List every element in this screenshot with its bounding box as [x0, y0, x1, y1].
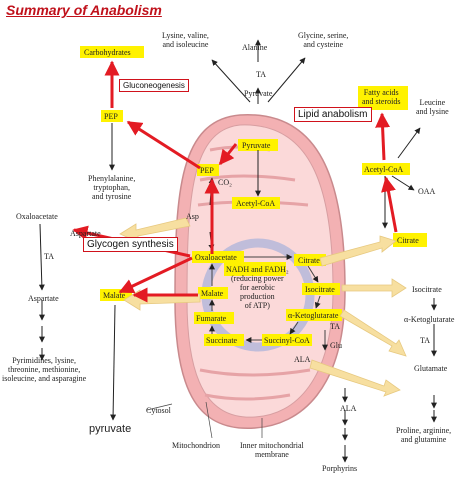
glycogen-synthesis-box: Glycogen synthesis	[83, 237, 178, 252]
citrate-outer-label: Citrate	[397, 236, 419, 245]
hl-oxaloacetate	[192, 251, 244, 263]
isocitrate-inner-label: Isocitrate	[305, 285, 335, 294]
hl-malate-inner	[198, 287, 228, 299]
tan-arrows	[119, 217, 407, 397]
aspartate-left2-label: Aspartate	[28, 294, 59, 303]
mitochondrion-label: Mitochondrion	[172, 441, 220, 450]
lysine-valine-isoleucine-label: Lysine, valine, and isoleucine	[162, 31, 209, 49]
cycle-arrows	[209, 254, 328, 351]
citrate-inner-label: Citrate	[298, 256, 320, 265]
aspartate-left-label: Aspartate	[70, 229, 101, 238]
glycine-serine-cysteine-label: Glycine, serine, and cysteine	[298, 31, 349, 49]
hl-succinyl	[262, 334, 312, 346]
pyruvate-bottom-label: pyruvate	[89, 423, 132, 435]
hl-acetyl-outer	[362, 163, 410, 175]
alpha-ketoglutarate-inner-label: α-Ketoglutarate	[288, 311, 339, 320]
hl-pep-inner	[197, 164, 219, 176]
pep-inner-label: PEP	[200, 166, 214, 175]
diagram-title: Summary of Anabolism	[6, 2, 162, 18]
carbohydrates-label: Carbohydrates	[84, 48, 131, 57]
hl-acetyl-inner	[232, 197, 280, 209]
ta-top-label: TA	[256, 70, 267, 79]
proline-arginine-glutamine-label: Proline, arginine, and glutamine	[396, 426, 452, 444]
fatty-acids-label: Fatty acids and steroids	[362, 88, 401, 106]
highlights	[80, 46, 427, 346]
hl-fumarate	[194, 312, 234, 324]
hl-pyruvate-inner	[238, 139, 278, 151]
hl-carbohydrates	[80, 46, 144, 58]
oaa-label: OAA	[418, 187, 436, 196]
hl-nadh	[224, 262, 286, 276]
acetyl-coa-outer-label: Acetyl-CoA	[364, 165, 404, 174]
ala-outer-label: ALA	[340, 404, 357, 413]
nadh-fadh2-label: NADH and FADH₂ (reducing power for aerob…	[226, 265, 289, 310]
isocitrate-outer-label: Isocitrate	[412, 285, 442, 294]
pep-left-label: PEP	[104, 112, 118, 121]
tan-arrow-citrate	[319, 235, 397, 267]
hl-akg-inner	[286, 309, 342, 321]
tan-arrow-akg	[339, 309, 407, 357]
inner-membrane-label: Inner mitochondrial membrane	[240, 441, 304, 459]
ala-inner-label: ALA	[294, 355, 311, 364]
oxaloacetate-left-label: Oxaloacetate	[16, 212, 58, 221]
hl-citrate-outer	[393, 233, 427, 247]
pyruvate-inner-label: Pyruvate	[242, 141, 271, 150]
acetyl-coa-inner-label: Acetyl-CoA	[236, 199, 276, 208]
pyruvate-top-label: Pyruvate	[244, 89, 273, 98]
hl-succinate	[204, 334, 244, 346]
pyrimidines-label: Pyrimidines, lysine, threonine, methioni…	[2, 356, 87, 383]
hl-pep-left	[101, 110, 123, 122]
alanine-label: Alanine	[242, 43, 268, 52]
glutamate-label: Glutamate	[414, 364, 448, 373]
asp-label: Asp	[186, 212, 199, 221]
cytosol-label: Cytosol	[146, 406, 171, 415]
malate-inner-label: Malate	[201, 289, 224, 298]
gluconeogenesis-box: Gluconeogenesis	[119, 79, 189, 92]
leucine-lysine-label: Leucine and lysine	[416, 98, 449, 116]
ta-inner-label: TA	[330, 322, 341, 331]
tan-arrow-glu	[309, 359, 401, 397]
porphyrins-label: Porphyrins	[322, 464, 358, 473]
glu-label: Glu	[330, 341, 342, 350]
hl-citrate-inner	[294, 254, 326, 266]
ta-right-label: TA	[420, 336, 431, 345]
alpha-ketoglutarate-outer-label: α-Ketoglutarate	[404, 315, 455, 324]
oxaloacetate-inner-label: Oxaloacetate	[195, 253, 237, 262]
ta-left-label: TA	[44, 252, 55, 261]
hl-fatty	[358, 86, 408, 110]
lipid-anabolism-box: Lipid anabolism	[294, 107, 372, 122]
pointer-lines	[146, 401, 263, 439]
tan-arrow-isocitrate	[341, 278, 407, 298]
succinyl-coa-label: Succinyl-CoA	[264, 336, 310, 345]
malate-left-label: Malate	[103, 291, 126, 300]
fumarate-label: Fumarate	[196, 314, 227, 323]
phenylalanine-tryptophan-tyrosine-label: Phenylalanine, tryptophan, and tyrosine	[88, 174, 136, 201]
hl-isocitrate-inner	[302, 283, 340, 295]
succinate-label: Succinate	[206, 336, 238, 345]
co2-label: CO₂	[218, 178, 232, 187]
